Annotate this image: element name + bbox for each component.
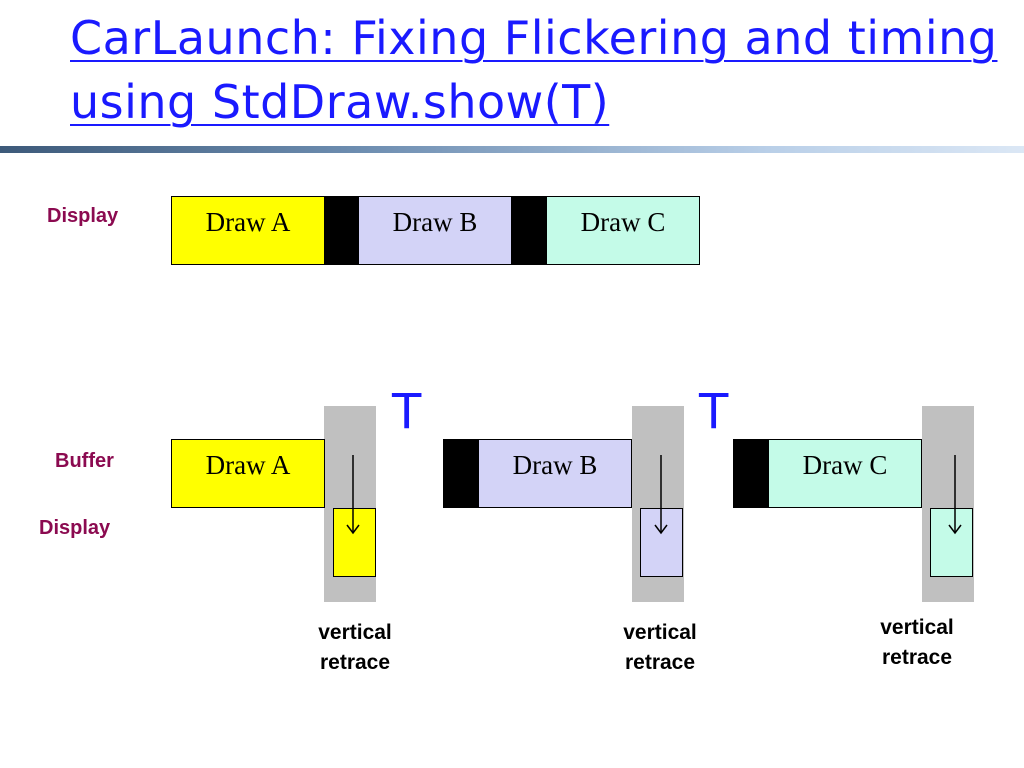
buffer-draw-b-box: Draw B [478, 439, 632, 508]
buffer-gap-b [443, 439, 479, 508]
down-arrow-icon [948, 455, 962, 535]
top-draw-a-box: Draw A [171, 196, 325, 265]
down-arrow-icon [346, 455, 360, 535]
retrace-label-1-line2: retrace [319, 651, 391, 674]
retrace-label-1: vertical retrace [295, 618, 415, 678]
buffer-draw-a-box: Draw A [171, 439, 325, 508]
display-frame-c [930, 508, 973, 577]
retrace-label-2-line2: retrace [624, 651, 696, 674]
display-frame-a [333, 508, 376, 577]
t-marker-1: T [392, 384, 422, 440]
top-draw-c-label: Draw C [580, 207, 666, 237]
title-divider [0, 146, 1024, 153]
buffer-draw-c-box: Draw C [768, 439, 922, 508]
top-gap-1 [324, 196, 359, 265]
buffer-draw-b-label: Draw B [512, 450, 598, 480]
retrace-label-3-line2: retrace [881, 646, 953, 669]
retrace-label-1-line1: vertical [318, 621, 392, 644]
buffer-label: Buffer [55, 450, 114, 472]
retrace-label-3-line1: vertical [880, 616, 954, 639]
t-marker-2: T [699, 384, 729, 440]
top-draw-b-box: Draw B [358, 196, 512, 265]
down-arrow-icon [654, 455, 668, 535]
buffer-draw-c-label: Draw C [802, 450, 888, 480]
slide-title: CarLaunch: Fixing Flickering and timing … [70, 11, 998, 129]
top-display-label: Display [47, 205, 119, 227]
top-gap-2 [511, 196, 547, 265]
buffer-draw-a-label: Draw A [205, 450, 291, 480]
retrace-label-3: vertical retrace [857, 613, 977, 673]
buffer-gap-c [733, 439, 769, 508]
top-draw-c-box: Draw C [546, 196, 700, 265]
retrace-label-2: vertical retrace [600, 618, 720, 678]
bottom-display-label: Display [39, 517, 111, 539]
top-draw-a-label: Draw A [205, 207, 291, 237]
top-draw-b-label: Draw B [392, 207, 478, 237]
retrace-label-2-line1: vertical [623, 621, 697, 644]
